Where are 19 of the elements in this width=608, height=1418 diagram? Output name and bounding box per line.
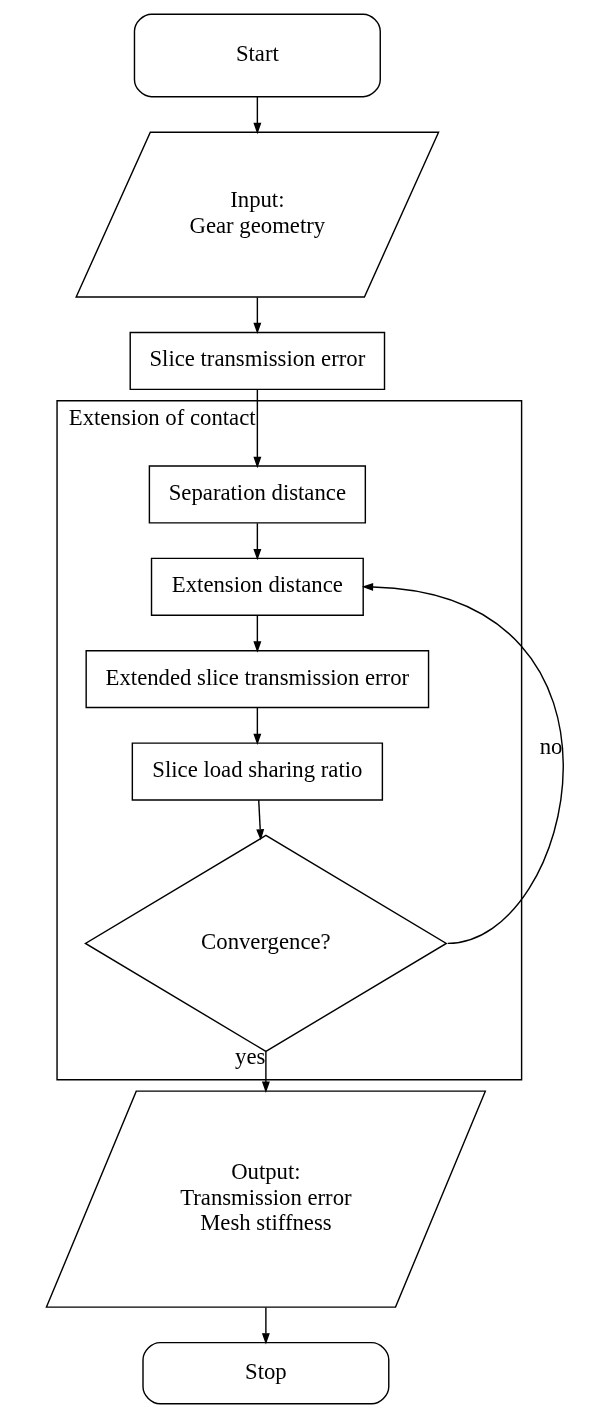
- arrow: [252, 296, 261, 335]
- node-box: Slice load sharing ratio: [131, 742, 383, 801]
- edge-label: no: [539, 734, 562, 760]
- node-box: Slice transmission error: [129, 331, 385, 391]
- arrow: [252, 96, 261, 135]
- node-box: Separation distance: [148, 465, 366, 524]
- node-diamond: Convergence?: [83, 834, 448, 1053]
- arrow: [252, 522, 261, 561]
- arrow: [252, 614, 261, 653]
- arrow: [252, 707, 261, 746]
- node-box: Extended slice transmission error: [84, 650, 429, 709]
- node-box: Extension distance: [150, 557, 364, 616]
- node-box: Start: [133, 13, 381, 98]
- arrow: [255, 799, 264, 841]
- node-box: Stop: [141, 1341, 389, 1405]
- arrow: [252, 388, 261, 469]
- arrow: [261, 1051, 270, 1093]
- arrow: [261, 1306, 270, 1345]
- arrow: [361, 582, 564, 945]
